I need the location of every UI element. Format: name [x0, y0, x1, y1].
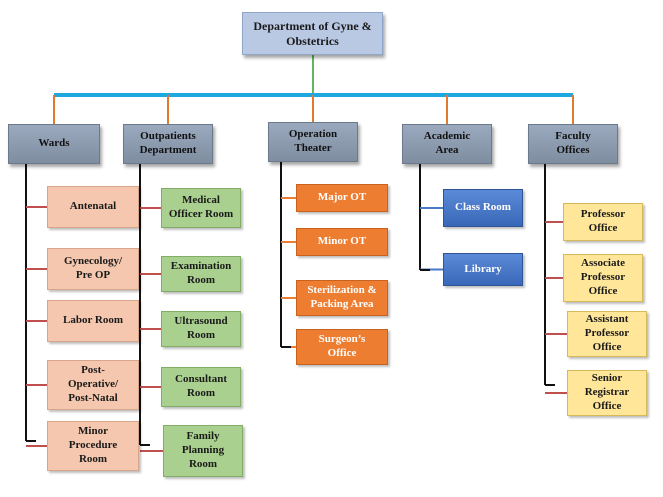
item-node: Major OT [296, 184, 388, 212]
item-node: Family Planning Room [163, 425, 243, 477]
item-node: Labor Room [47, 300, 139, 342]
item-node: Examination Room [161, 256, 241, 292]
item-node: Library [443, 253, 523, 286]
item-node: Minor OT [296, 228, 388, 256]
item-node: Minor Procedure Room [47, 421, 139, 471]
item-node: Ultrasound Room [161, 311, 241, 347]
category-node: Outpatients Department [123, 124, 213, 164]
item-node: Consultant Room [161, 367, 241, 407]
category-node: Academic Area [402, 124, 492, 164]
item-node: Senior Registrar Office [567, 370, 647, 416]
item-node: Medical Officer Room [161, 188, 241, 228]
item-node: Professor Office [563, 203, 643, 241]
item-node: Sterilization & Packing Area [296, 280, 388, 316]
category-node: Operation Theater [268, 122, 358, 162]
category-node: Wards [8, 124, 100, 164]
root-node: Department of Gyne & Obstetrics [242, 12, 383, 55]
item-node: Antenatal [47, 186, 139, 228]
connector-lines [25, 55, 574, 452]
item-node: Associate Professor Office [563, 254, 643, 302]
item-node: Assistant Professor Office [567, 311, 647, 357]
category-node: Faculty Offices [528, 124, 618, 164]
item-node: Surgeon’s Office [296, 329, 388, 365]
item-node: Gynecology/ Pre OP [47, 248, 139, 290]
item-node: Class Room [443, 189, 523, 227]
item-node: Post- Operative/ Post-Natal [47, 360, 139, 410]
